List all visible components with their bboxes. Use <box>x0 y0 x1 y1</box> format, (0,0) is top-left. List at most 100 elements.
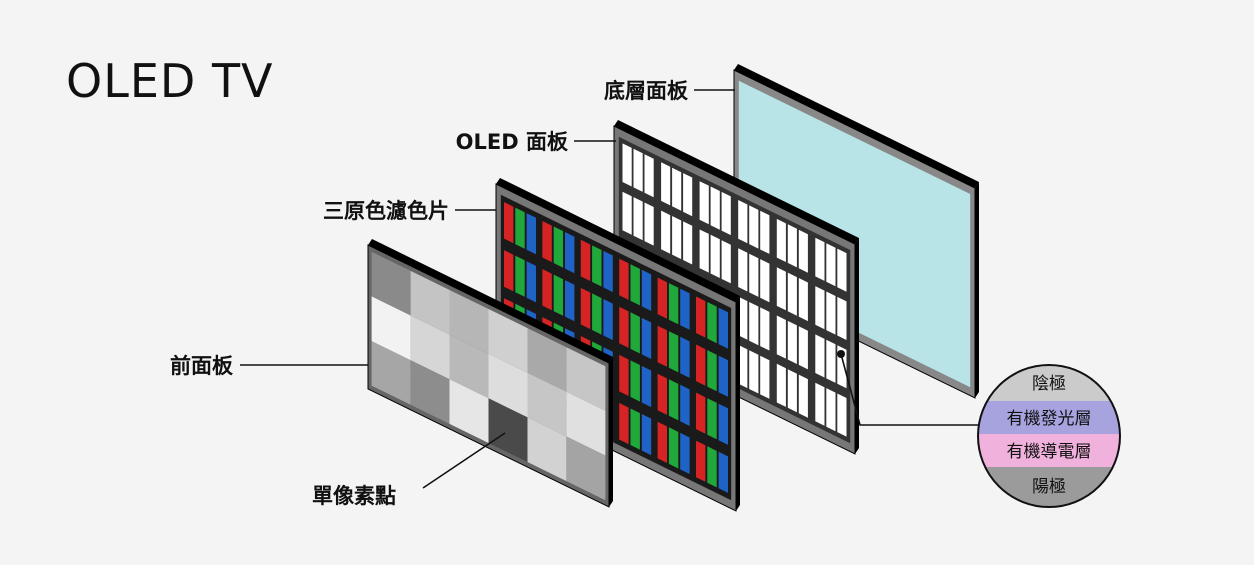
oled-subpixel-cell <box>683 173 693 217</box>
blue-filter-cell <box>680 432 690 474</box>
oled-subpixel-cell <box>798 326 808 370</box>
oled-subpixel-cell <box>672 216 682 260</box>
oled-subpixel-cell <box>815 237 825 281</box>
red-filter-cell <box>657 277 667 319</box>
backplane-glass <box>738 80 971 388</box>
front-panel-pixel <box>371 341 411 405</box>
front-panel-pixel <box>449 290 489 354</box>
blue-filter-cell <box>680 384 690 426</box>
front-panel-pixel <box>527 417 567 482</box>
blue-filter-cell <box>641 317 652 359</box>
oled-subpixel-cell <box>776 218 786 262</box>
cross-section-leader <box>840 353 983 426</box>
oled-subpixel-cell <box>749 205 759 249</box>
green-filter-cell <box>630 264 640 306</box>
oled-subpixel-cell <box>826 339 836 383</box>
green-filter-cell <box>668 427 679 469</box>
oled-subpixel-cell <box>787 320 797 364</box>
green-filter-cell <box>707 350 717 392</box>
red-filter-cell <box>696 392 706 434</box>
leader-lines <box>240 89 983 489</box>
backplane-right-edge <box>975 182 979 398</box>
blue-filter-cell <box>680 288 690 330</box>
green-filter-cell <box>592 293 602 335</box>
backplane-layer <box>733 64 979 399</box>
oled-subpixel-cell <box>644 154 654 198</box>
red-filter-cell <box>504 202 514 244</box>
red-filter-cell <box>619 258 629 300</box>
emissive-layer-label: 有機發光層 <box>1007 409 1092 429</box>
oled-subpixel-cell <box>738 248 748 292</box>
oled-subpixel-cell <box>683 221 693 265</box>
oled-subpixel-cell <box>738 296 748 340</box>
conductive-layer-label: 有機導電層 <box>1007 442 1092 462</box>
green-filter-cell <box>630 360 640 402</box>
green-filter-cell <box>707 302 717 344</box>
pixel-label: 單像素點 <box>312 484 396 508</box>
oled-subpixel-cell <box>787 272 797 316</box>
cathode-label: 陰極 <box>1032 374 1066 394</box>
green-filter-cell <box>707 398 717 440</box>
oled-subpixel-cell <box>826 243 836 287</box>
green-filter-cell <box>553 226 564 268</box>
oled-subpixel-cell <box>776 267 786 311</box>
oled-subpixel-cell <box>710 234 720 278</box>
oled-subpixel-cell <box>633 197 643 241</box>
oled-subpixel-cell <box>633 148 643 192</box>
color-filter-right-edge <box>736 296 740 511</box>
page-title: OLED TV <box>66 54 274 108</box>
oled-subpixel-cell <box>815 334 825 378</box>
front-panel-pixel <box>449 379 489 443</box>
anode-label: 陽極 <box>1032 477 1066 497</box>
red-filter-cell <box>619 402 629 445</box>
blue-filter-cell <box>603 299 613 341</box>
blue-filter-cell <box>565 232 575 274</box>
oled-subpixel-cell <box>760 307 770 351</box>
cross-section-outline <box>977 364 1121 508</box>
front-panel-pixel <box>488 353 528 418</box>
front-panel-pixel <box>527 372 567 437</box>
green-filter-cell <box>592 245 602 287</box>
oled-subpixel-cell <box>699 229 709 273</box>
front-panel-layer <box>367 239 613 508</box>
front-panel-pixel <box>371 296 411 361</box>
oled-subpixel-cell <box>749 350 759 394</box>
conductive-layer-zone <box>978 434 1120 467</box>
blue-filter-cell <box>565 280 575 322</box>
front-panel-pixel <box>566 436 606 501</box>
red-filter-cell <box>657 325 667 367</box>
oled-subpixel-cell <box>749 302 759 346</box>
blue-filter-cell <box>526 261 536 303</box>
green-filter-cell <box>707 446 717 488</box>
red-filter-cell <box>657 373 667 415</box>
front-panel-top-edge <box>368 239 613 363</box>
color-filter-layer <box>495 178 740 512</box>
oled-subpixel-cell <box>738 200 748 244</box>
green-filter-cell <box>553 274 564 316</box>
red-filter-cell <box>696 440 706 482</box>
color-filter-matrix <box>500 194 732 501</box>
red-filter-cell <box>696 344 706 386</box>
oled-subpixel-cell <box>776 315 786 359</box>
oled-subpixel-cell <box>787 224 797 268</box>
blue-filter-cell <box>603 250 613 293</box>
front-panel-pixel <box>410 270 450 335</box>
oled-subpixel-cell <box>760 210 770 254</box>
green-filter-cell <box>630 408 640 450</box>
front-panel-right-edge <box>609 357 613 507</box>
blue-filter-cell <box>680 336 690 378</box>
color-filter-top-edge <box>496 178 740 302</box>
oled-subpixel-cell <box>826 388 836 432</box>
oled-panel-top-edge <box>614 120 859 244</box>
front-panel-pixel <box>527 328 567 392</box>
oled-subpixel-cell <box>672 167 682 211</box>
backplane-top-edge <box>734 64 979 188</box>
oled-subpixel-cell <box>837 296 847 340</box>
oled-subpixel-cell <box>721 191 731 236</box>
cross-section-pointer-dot <box>837 350 845 358</box>
red-filter-cell <box>619 354 629 396</box>
oled-subpixel-cell <box>622 191 632 235</box>
green-filter-cell <box>630 312 640 354</box>
